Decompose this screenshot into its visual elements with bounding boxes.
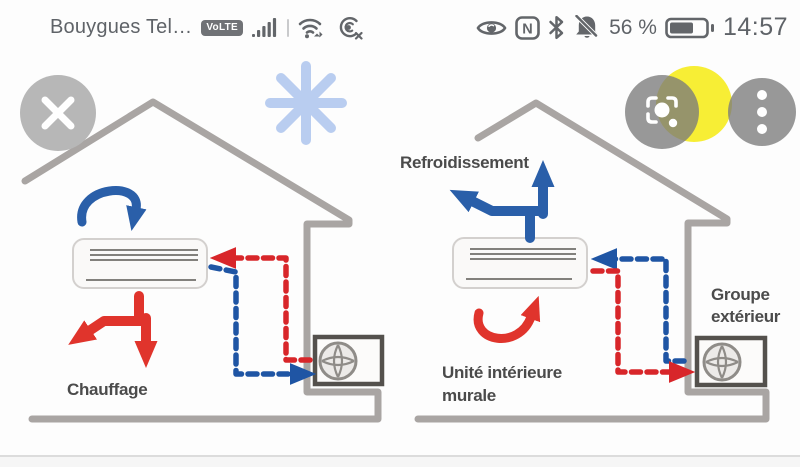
svg-text:N: N (522, 21, 532, 37)
outdoor-unit-label-line2: extérieur (711, 307, 781, 326)
battery-percent: 56 % (609, 15, 657, 39)
cold-line-left-house (208, 264, 317, 385)
status-bar: Bouygues Tel… VoLTE (0, 0, 800, 55)
snowflake-icon (265, 61, 347, 145)
more-options-button[interactable] (728, 78, 796, 146)
nfc-icon: N (515, 15, 540, 40)
hot-line-right-house (590, 268, 696, 383)
fan-icon (702, 342, 742, 382)
eye-comfort-icon (476, 20, 507, 35)
cold-line-right-house (590, 248, 687, 364)
volte-badge: VoLTE (201, 19, 244, 36)
right-house-outline (414, 99, 770, 423)
signal-strength-icon (252, 17, 277, 37)
clock-text: 14:57 (722, 13, 788, 41)
viewer-bottom-strip (0, 455, 800, 467)
gps-off-icon (339, 16, 363, 40)
cooling-air-arrows (449, 160, 555, 243)
left-house-outline (21, 98, 382, 423)
carrier-name: Bouygues Tel… (50, 16, 193, 38)
lens-button[interactable] (625, 75, 699, 149)
indoor-unit-label-line2: murale (442, 386, 496, 405)
notifications-off-icon (575, 15, 600, 39)
battery-icon (665, 17, 714, 38)
indoor-unit-left (72, 238, 208, 289)
heating-label: Chauffage (67, 380, 147, 399)
close-icon (41, 96, 75, 130)
status-bar-left: Bouygues Tel… VoLTE (50, 0, 363, 55)
hot-line-left-house (209, 247, 313, 363)
more-vertical-icon (757, 90, 767, 134)
outdoor-unit-left (312, 334, 385, 387)
heating-air-arrows (68, 291, 158, 368)
warm-air-intake-arrow-right (473, 295, 541, 343)
wifi-icon (298, 18, 323, 39)
cooling-label: Refroidissement (400, 153, 529, 172)
outdoor-unit-right (694, 335, 768, 388)
fan-icon (318, 341, 358, 381)
indoor-unit-right (452, 237, 588, 289)
lens-icon (646, 96, 678, 128)
indoor-unit-label-line1: Unité intérieure (442, 363, 562, 382)
outdoor-unit-label-line1: Groupe (711, 285, 770, 304)
status-bar-right: N 56 % 14:57 (476, 0, 788, 55)
statusbar-divider (287, 18, 290, 37)
close-button[interactable] (20, 75, 96, 151)
warm-air-intake-arrow-left (77, 186, 147, 232)
bluetooth-icon (549, 15, 564, 40)
